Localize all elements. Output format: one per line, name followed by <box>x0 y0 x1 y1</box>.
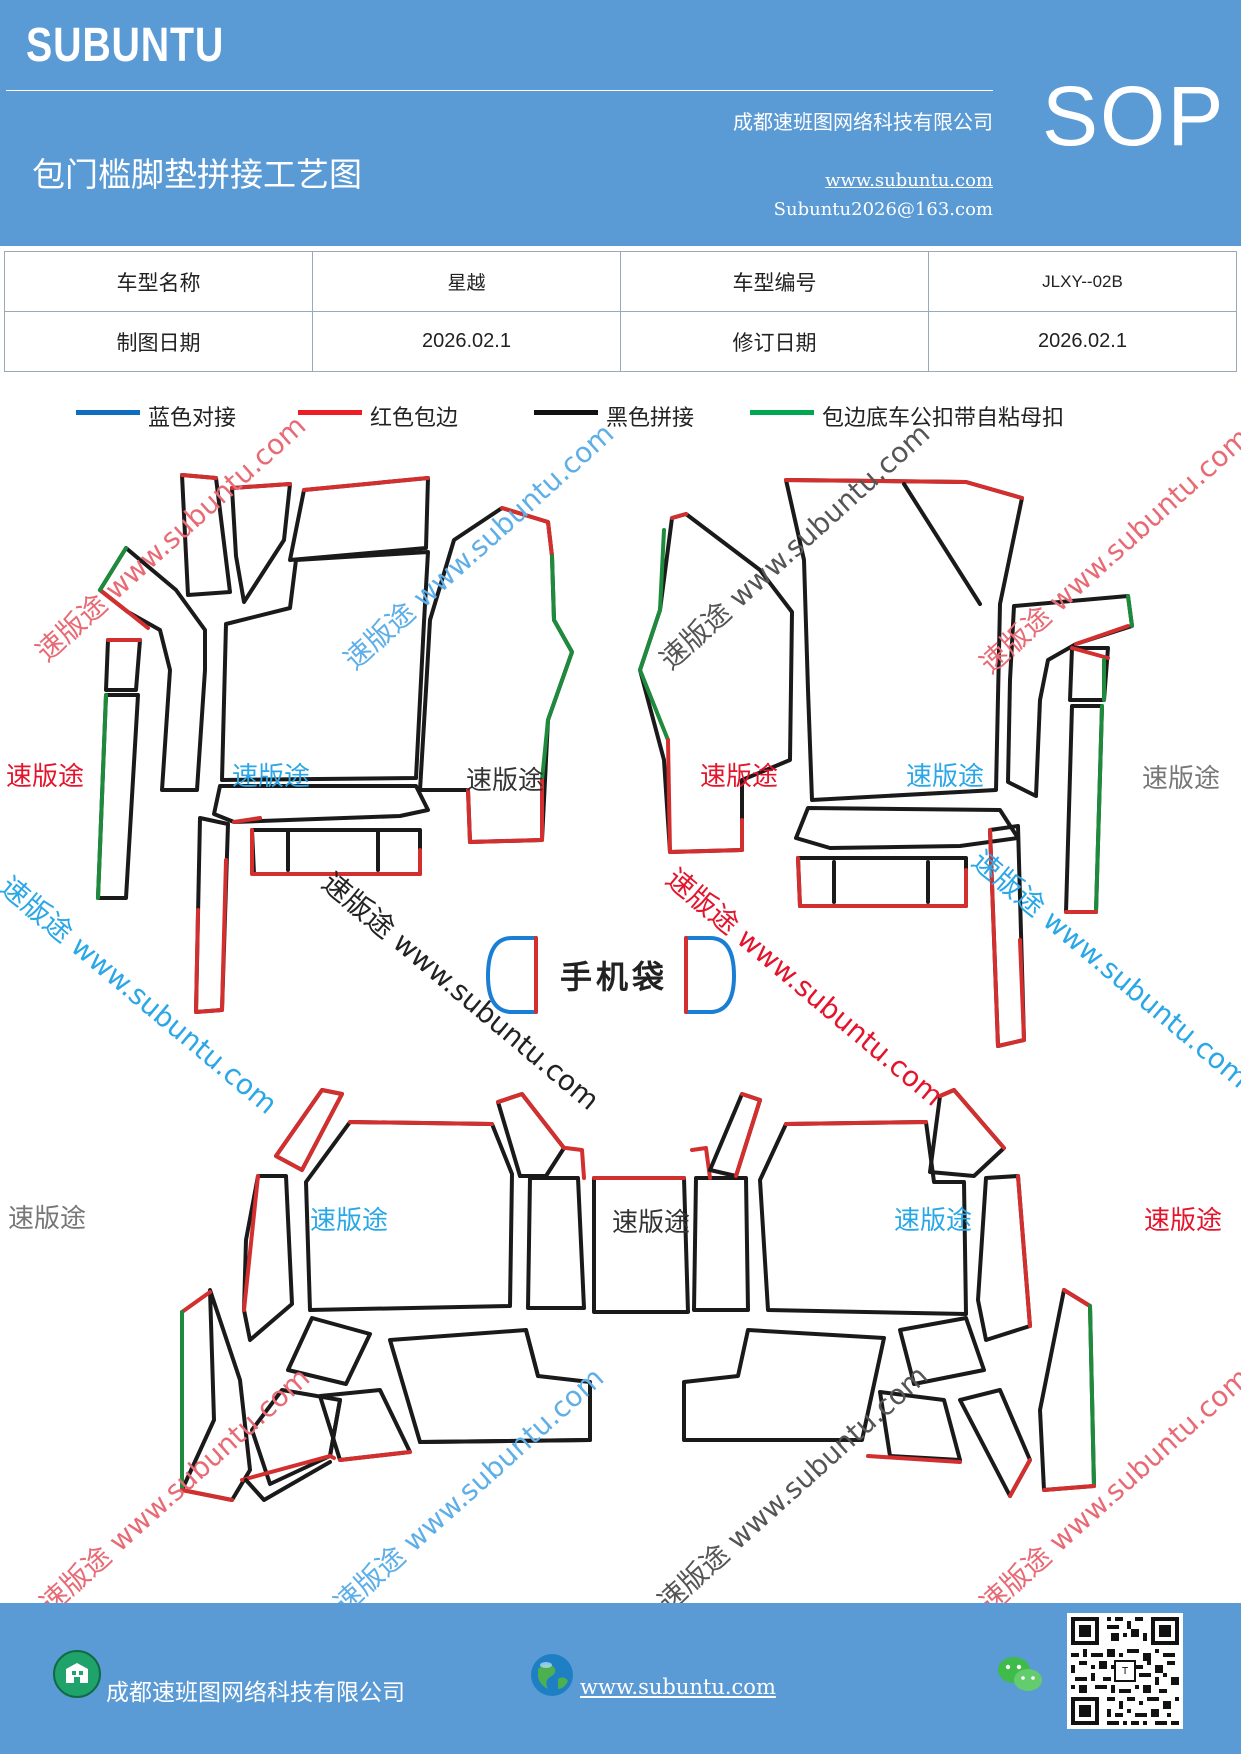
table-cell: 修订日期 <box>620 311 929 372</box>
watermark: 速版途 <box>612 1208 691 1238</box>
table-cell: 车型编号 <box>620 251 929 312</box>
legend-label: 蓝色对接 <box>148 406 237 431</box>
legend-label: 黑色拼接 <box>606 406 695 431</box>
header-email[interactable]: Subuntu2026@163.com <box>773 199 993 220</box>
watermark: 速版途 <box>906 762 985 792</box>
phone-pocket-diagram <box>486 936 736 1014</box>
legend-label: 红色包边 <box>370 406 459 431</box>
qr-code: T <box>1067 1613 1183 1729</box>
table-cell: JLXY--02B <box>928 251 1237 312</box>
watermark: 速版途 <box>232 762 311 792</box>
front-left-mat <box>96 473 574 1014</box>
legend-swatch-black <box>534 409 598 415</box>
header-divider <box>6 90 993 91</box>
document-title: 包门槛脚垫拼接工艺图 <box>32 155 362 194</box>
svg-text:T: T <box>1121 1666 1128 1677</box>
watermark: 速版途 <box>1144 1206 1223 1236</box>
header-website-link[interactable]: www.subuntu.com <box>825 170 993 191</box>
footer-banner: 成都速班图网络科技有限公司 www.subuntu.com <box>0 1603 1241 1754</box>
table-cell: 制图日期 <box>4 311 313 372</box>
globe-icon <box>531 1654 573 1696</box>
watermark: 速版途 <box>6 762 85 792</box>
table-cell: 车型名称 <box>4 251 313 312</box>
footer-company: 成都速班图网络科技有限公司 <box>106 1680 405 1706</box>
watermark: 速版途 <box>894 1206 973 1236</box>
table-cell: 2026.02.1 <box>312 311 621 372</box>
phone-pocket-label: 手机袋 <box>560 958 668 996</box>
table-row: 车型名称 星越 车型编号 JLXY--02B <box>4 251 1237 312</box>
wechat-icon <box>998 1657 1042 1691</box>
legend-label: 包边底车公扣带自粘母扣 <box>822 406 1065 431</box>
table-cell: 星越 <box>312 251 621 312</box>
rear-mat <box>180 1088 1096 1502</box>
watermark: 速版途 <box>310 1206 389 1236</box>
watermark: 速版途 <box>1142 764 1221 794</box>
watermark: 速版途 <box>466 766 545 796</box>
legend-item: 包边底车公扣带自粘母扣 <box>750 400 1064 432</box>
watermark: 速版途 <box>8 1204 87 1234</box>
legend-item: 黑色拼接 <box>534 400 694 432</box>
legend-swatch-green <box>750 409 814 415</box>
table-cell: 2026.02.1 <box>928 311 1237 372</box>
legend: 蓝色对接 红色包边 黑色拼接 包边底车公扣带自粘母扣 <box>0 400 1241 440</box>
sop-badge: SOP <box>1042 69 1226 163</box>
watermark: 速版途 <box>700 762 779 792</box>
legend-swatch-blue <box>76 409 140 415</box>
legend-swatch-red <box>298 409 362 415</box>
floor-mat-diagram: 手机袋 <box>96 473 1134 1502</box>
vehicle-info-table: 车型名称 星越 车型编号 JLXY--02B 制图日期 2026.02.1 修订… <box>4 251 1237 372</box>
building-icon <box>53 1650 101 1698</box>
table-row: 制图日期 2026.02.1 修订日期 2026.02.1 <box>4 311 1237 372</box>
front-right-mat <box>638 478 1134 1048</box>
header-company: 成都速班图网络科技有限公司 <box>733 110 993 134</box>
legend-item: 蓝色对接 <box>76 400 236 432</box>
legend-item: 红色包边 <box>298 400 458 432</box>
header-banner: SUBUNTU 成都速班图网络科技有限公司 包门槛脚垫拼接工艺图 www.sub… <box>0 0 1241 246</box>
footer-website-link[interactable]: www.subuntu.com <box>580 1675 776 1699</box>
brand-logo: SUBUNTU <box>26 19 225 72</box>
